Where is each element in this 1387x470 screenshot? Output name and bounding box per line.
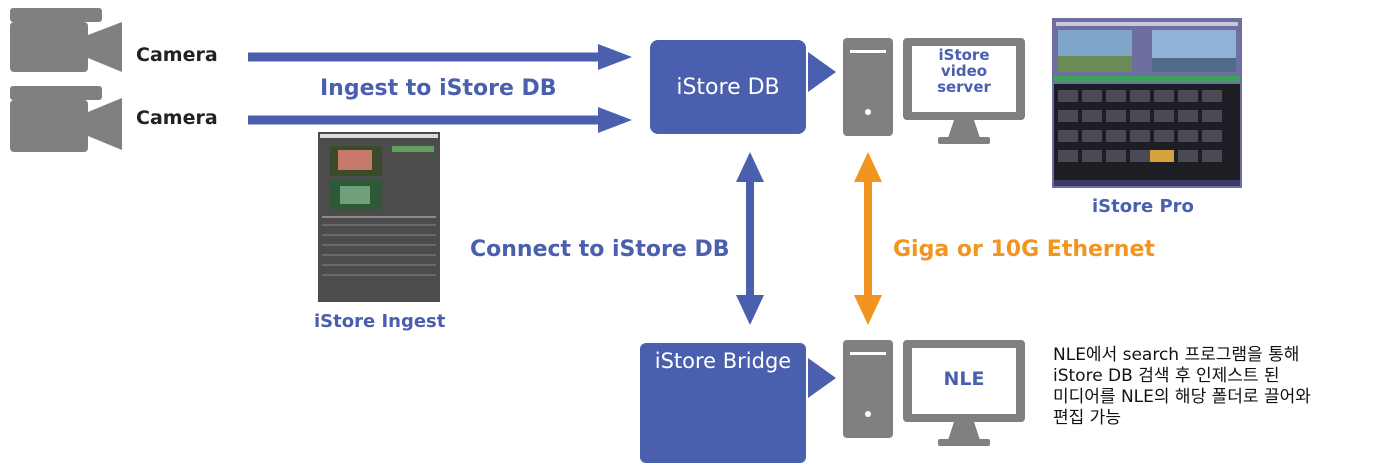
monitor-icon xyxy=(903,38,1025,144)
camera-icon xyxy=(10,8,122,72)
note-line: 편집 가능 xyxy=(1053,408,1121,428)
ingest-arrow xyxy=(248,44,632,70)
ethernet-label: Giga or 10G Ethernet xyxy=(893,237,1155,262)
istore-ingest-screenshot xyxy=(318,132,440,302)
istore-db-node: iStore DB xyxy=(650,40,806,134)
note-line: 미디어를 NLE의 해당 폴더로 끌어와 xyxy=(1053,387,1311,407)
ingest-arrow xyxy=(248,107,632,133)
connect-label: Connect to iStore DB xyxy=(470,237,730,262)
camera-icon xyxy=(10,86,122,152)
monitor-icon xyxy=(903,340,1025,446)
istore-ingest-caption: iStore Ingest xyxy=(314,311,446,332)
istore-bridge-label: iStore Bridge xyxy=(654,349,792,373)
server-tower-icon xyxy=(843,38,893,136)
link-arrow xyxy=(808,52,836,92)
ingest-label: Ingest to iStore DB xyxy=(320,76,557,101)
note-line: NLE에서 search 프로그램을 통해 xyxy=(1053,345,1300,365)
link-arrow xyxy=(808,358,836,398)
nle-label: NLE xyxy=(943,368,985,390)
istore-db-label: iStore DB xyxy=(676,74,780,100)
camera-label: Camera xyxy=(136,107,218,129)
istore-bridge-node: iStore Bridge xyxy=(640,343,806,463)
ethernet-arrow xyxy=(854,152,882,325)
server-tower-icon xyxy=(843,340,893,438)
camera-label: Camera xyxy=(136,44,218,66)
istore-pro-screenshot xyxy=(1052,18,1242,188)
istore-pro-caption: iStore Pro xyxy=(1092,196,1194,217)
connect-arrow xyxy=(736,152,764,325)
video-server-label: iStore video server xyxy=(937,46,991,96)
nle-note: NLE에서 search 프로그램을 통해 iStore DB 검색 후 인제스… xyxy=(1053,345,1311,429)
note-line: iStore DB 검색 후 인제스트 된 xyxy=(1053,366,1280,386)
